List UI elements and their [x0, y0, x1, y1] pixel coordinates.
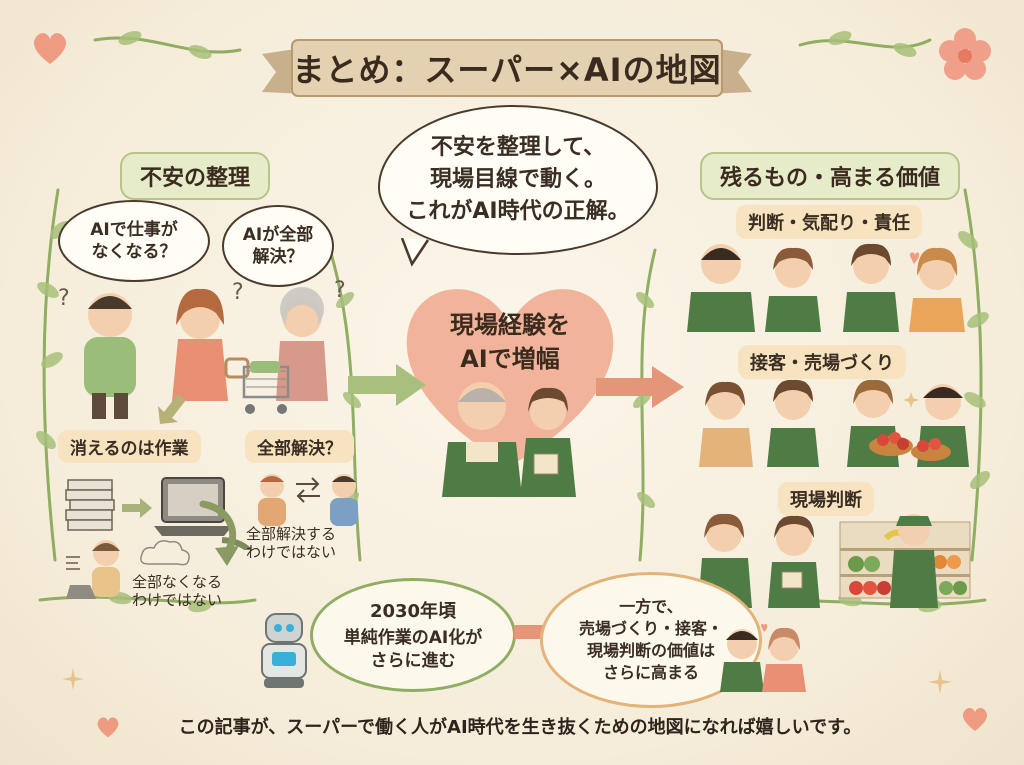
heart-icon — [963, 707, 987, 731]
arrow-center-to-right — [596, 366, 684, 408]
speech-tail — [400, 238, 430, 267]
cloud-icon — [140, 540, 190, 566]
not-all-solve-note: 全部解決する わけではない — [246, 525, 337, 561]
section-heading-remaining-value: 残るもの・高まる価値 — [700, 152, 961, 200]
staff-service-illustration — [699, 379, 969, 467]
smiling-staff-illustration — [720, 623, 806, 692]
down-arrow-icon — [158, 394, 186, 424]
sparkle-icon — [62, 668, 84, 690]
arrow-left-to-center — [348, 364, 426, 406]
flower-icon — [939, 28, 991, 80]
not-all-disappear-note: 全部なくなる わけではない — [132, 573, 223, 609]
worry-bubble-jobs: AIで仕事がなくなる？ — [58, 200, 210, 282]
robot-icon — [261, 613, 307, 688]
page-title: まとめ：スーパー×AIの地図 — [292, 51, 722, 89]
worry-bubble-solve: AIが全部解決？ — [222, 205, 334, 287]
automation-oval: 2030年頃 単純作業のAI化が さらに進む — [310, 578, 516, 692]
staff-judgment-illustration — [687, 243, 965, 332]
svg-text:?: ? — [334, 278, 346, 303]
skill-label-onsite: 現場判断 — [778, 482, 874, 516]
exchange-illustration — [258, 474, 358, 526]
svg-text:?: ? — [232, 280, 244, 305]
curved-arrow-icon — [199, 500, 239, 566]
heart-icon — [97, 717, 119, 738]
title-ribbon: まとめ：スーパー×AIの地図 — [262, 34, 752, 102]
all-solve-label: 全部解決？ — [245, 430, 354, 463]
heart-icon — [34, 33, 66, 64]
sparkle-icon — [928, 670, 952, 694]
skill-label-judgment: 判断・気配り・責任 — [736, 205, 922, 239]
staff-onsite-illustration — [698, 513, 971, 608]
conclusion-speech-bubble: 不安を整理して、現場目線で動く。これがAI時代の正解。 — [378, 105, 658, 255]
year-label: 2030年頃 — [369, 601, 457, 622]
disappear-label: 消えるのは作業 — [58, 430, 201, 463]
worried-people-illustration: ? ? ? — [58, 278, 346, 419]
footer-message: この記事が、スーパーで働く人がAI時代を生き抜くための地図になれば嬉しいです。 — [178, 717, 862, 738]
heart-caption: 現場経験を AIで増幅 — [450, 311, 570, 373]
svg-text:?: ? — [58, 286, 70, 311]
section-heading-anxiety: 不安の整理 — [120, 152, 271, 200]
skill-label-service: 接客・売場づくり — [738, 345, 906, 379]
veteran-and-young-staff-illustration — [442, 382, 576, 497]
worker-at-laptop-illustration — [66, 540, 120, 599]
